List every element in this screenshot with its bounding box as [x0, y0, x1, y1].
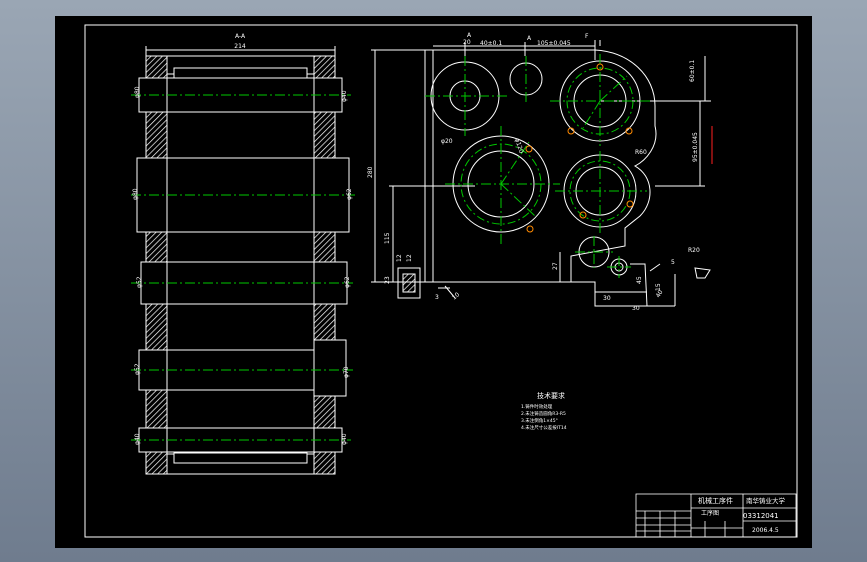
- dim-40b: 40: [655, 289, 665, 299]
- section-title: A-A: [235, 33, 246, 40]
- dim-flag-f: F: [585, 33, 589, 40]
- bolt-holes: [525, 63, 634, 233]
- dim-r20: R20: [688, 247, 700, 254]
- note-3: 3.未注倒角1×45°: [521, 417, 558, 424]
- dim-95: 95±0.045: [692, 132, 699, 162]
- note-1: 1.铸件时效处理: [521, 403, 553, 410]
- note-4: 4.未注尺寸公差按IT14: [521, 424, 567, 431]
- title-date: 2006.4.5: [752, 527, 779, 534]
- dim-27: 27: [552, 262, 559, 270]
- dim-45: 45: [636, 276, 643, 284]
- dim-15: 15: [655, 283, 662, 291]
- dim-right-3: φ62: [344, 276, 351, 288]
- dim-left-2: φ80: [132, 188, 139, 200]
- dim-120: φ120: [513, 137, 524, 154]
- title-subtitle: 工序图: [701, 509, 719, 517]
- front-view: [371, 40, 711, 307]
- section-view: [136, 46, 350, 475]
- technical-notes: 技术要求 1.铸件时效处理 2.未注铸造圆角R3-R5 3.未注倒角1×45° …: [521, 391, 567, 431]
- dim-right-1: φ40: [341, 90, 348, 102]
- dim-280: 280: [367, 166, 374, 178]
- dim-left-3: φ52: [136, 276, 143, 288]
- dim-10: 10: [451, 291, 461, 301]
- dim-5: 5: [671, 259, 675, 266]
- dim-left-1: φ80: [134, 86, 141, 98]
- front-dimensions: 20 40±0.1 A A 105±0.045 F 60±0.1 95±0.04…: [367, 32, 700, 312]
- dim-right-4: φ70: [343, 366, 350, 378]
- dim-12b: 12: [406, 254, 413, 262]
- dim-left-4: φ52: [134, 363, 141, 375]
- title-drawing-number: 03312041: [743, 512, 779, 520]
- drawing-viewport[interactable]: A-A 214 φ80 φ80 φ52 φ52 φ40 φ40 φ62 φ62 …: [55, 16, 812, 548]
- dim-12: 12: [396, 254, 403, 262]
- dim-phi20: φ20: [441, 138, 453, 145]
- note-2: 2.未注铸造圆角R3-R5: [521, 410, 566, 417]
- title-block-text: 机械工序件 工序图 南华铸业大学 03312041 2006.4.5: [698, 496, 786, 534]
- dim-sec-a-right: A: [527, 35, 532, 42]
- dim-105: 105±0.045: [537, 40, 571, 47]
- section-overall-width: 214: [234, 43, 246, 50]
- dim-right-5: φ40: [341, 433, 348, 445]
- dim-20: 20: [463, 39, 471, 46]
- dim-right-2: φ62: [346, 188, 353, 200]
- dim-3: 3: [435, 294, 439, 301]
- drawing-frame: [84, 24, 798, 538]
- dim-30b: 30: [632, 305, 640, 312]
- section-centerlines: [131, 94, 355, 441]
- dim-23: 23: [384, 276, 391, 284]
- dim-left-5: φ40: [134, 433, 141, 445]
- notes-heading: 技术要求: [537, 391, 565, 400]
- dim-60: 60±0.1: [689, 60, 696, 82]
- title-block: [635, 493, 797, 538]
- dim-sec-a-left: A: [467, 32, 472, 39]
- dim-40: 40±0.1: [480, 40, 502, 47]
- dim-r60: R60: [635, 149, 647, 156]
- title-drawing-name: 机械工序件: [698, 496, 733, 505]
- cad-drawing: A-A 214 φ80 φ80 φ52 φ52 φ40 φ40 φ62 φ62 …: [84, 24, 798, 538]
- dim-30: 30: [603, 295, 611, 302]
- title-school: 南华铸业大学: [746, 496, 786, 505]
- dim-115: 115: [384, 232, 391, 244]
- front-centerlines: [425, 54, 650, 278]
